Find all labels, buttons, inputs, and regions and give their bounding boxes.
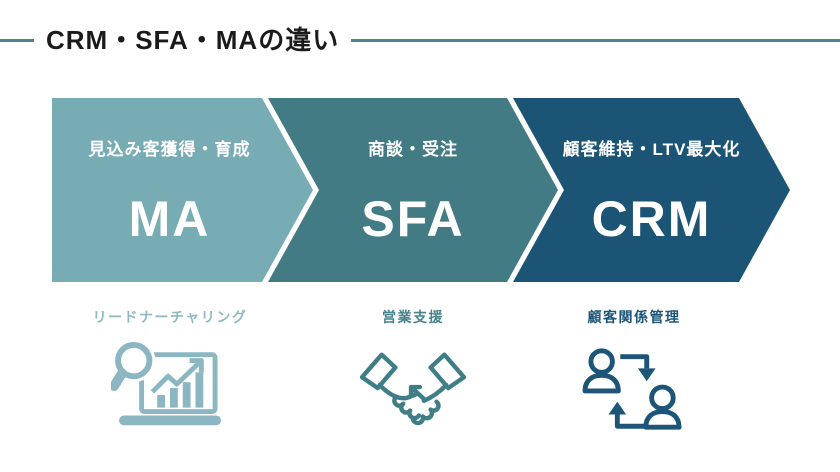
- function-crm-management: 顧客関係管理: [514, 307, 754, 438]
- magnifier-chart-icon: [111, 340, 221, 426]
- function-label: リードナーチャリング: [92, 309, 248, 325]
- header: CRM・SFA・MAの違い: [0, 26, 840, 55]
- function-label: 営業支援: [382, 309, 444, 325]
- function-label: 顧客関係管理: [587, 309, 681, 325]
- step-name: CRM: [591, 191, 712, 247]
- handshake-icon: [359, 352, 467, 426]
- function-sales-support: 営業支援: [293, 307, 533, 438]
- page-title: CRM・SFA・MAの違い: [46, 25, 340, 55]
- flow-step-crm: 顧客維持・LTV最大化 CRM: [513, 98, 790, 282]
- step-name: SFA: [361, 191, 465, 247]
- title-rule-left: [0, 38, 34, 42]
- function-lead-nurturing: リードナーチャリング: [50, 307, 290, 438]
- people-cycle-icon: [582, 348, 682, 430]
- flow-step-ma: 見込み客獲得・育成 MA: [52, 98, 313, 282]
- step-name: MA: [128, 191, 211, 247]
- step-tag: 商談・受注: [368, 140, 458, 159]
- title-rule-right: [351, 38, 840, 42]
- step-tag: 顧客維持・LTV最大化: [562, 140, 741, 159]
- step-tag: 見込み客獲得・育成: [88, 140, 251, 159]
